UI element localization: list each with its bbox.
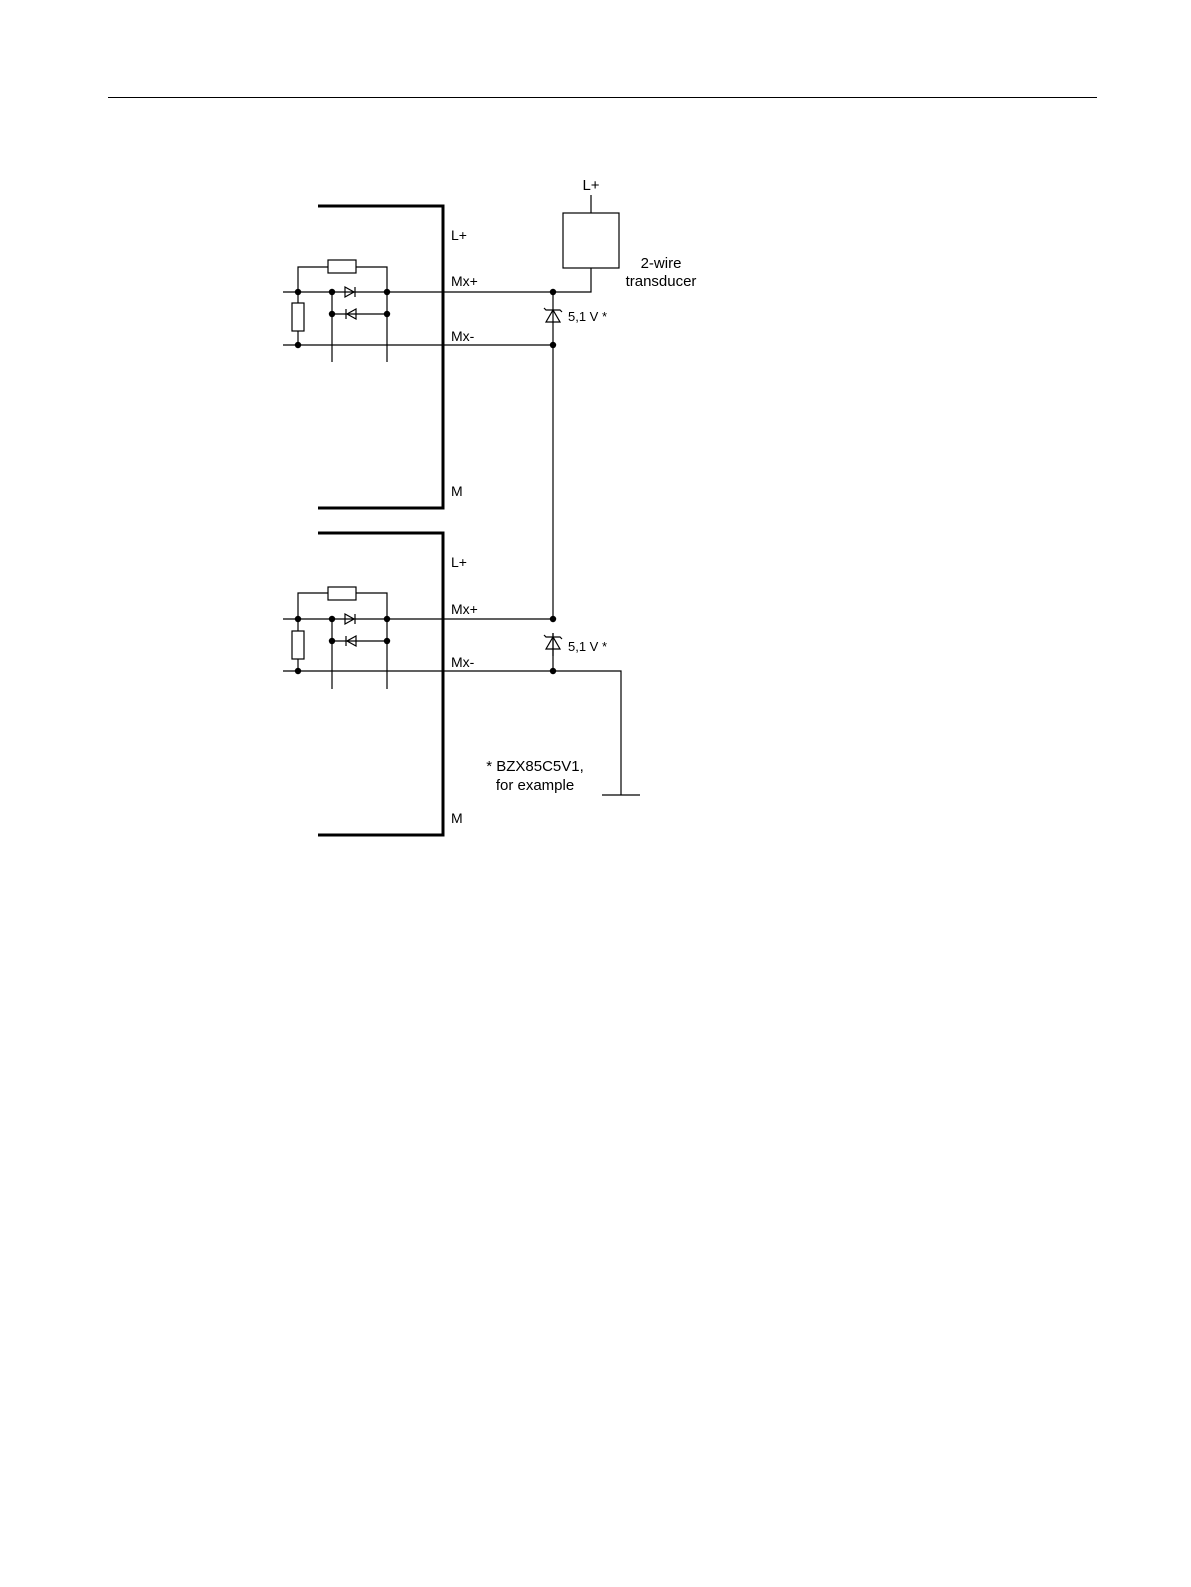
terminal-lplus-label: L+ <box>451 227 467 243</box>
terminal-lplus-label: L+ <box>451 554 467 570</box>
zener-top-label: 5,1 V * <box>568 309 607 324</box>
shunt-resistor-icon <box>292 631 304 659</box>
input-circuit-top <box>283 260 443 362</box>
component-footnote: * BZX85C5V1, for example <box>486 758 584 794</box>
module-bottom: L+ Mx+ Mx- M <box>283 533 478 835</box>
series-resistor-icon <box>328 260 356 273</box>
footnote-line2: for example <box>496 777 574 794</box>
terminal-mxplus-label: Mx+ <box>451 601 478 617</box>
terminal-mxplus-label: Mx+ <box>451 273 478 289</box>
series-resistor-icon <box>328 587 356 600</box>
zener-diode-top: 5,1 V * <box>544 306 607 324</box>
module-top-outline <box>318 206 443 508</box>
transducer-supply-label: L+ <box>582 177 599 194</box>
transducer-box <box>563 213 619 268</box>
module-bottom-outline <box>318 533 443 835</box>
transducer-label-line1: 2-wire <box>641 255 682 272</box>
terminal-m-label: M <box>451 483 463 499</box>
terminal-mxminus-label: Mx- <box>451 328 475 344</box>
terminal-mxminus-label: Mx- <box>451 654 475 670</box>
shunt-resistor-icon <box>292 303 304 331</box>
zener-bottom-label: 5,1 V * <box>568 639 607 654</box>
input-circuit-bottom <box>283 587 443 689</box>
transducer-label-line2: transducer <box>626 273 697 290</box>
external-wiring <box>443 268 640 795</box>
terminal-m-label: M <box>451 810 463 826</box>
two-wire-transducer: L+ 2-wire transducer <box>563 177 696 290</box>
footnote-line1: * BZX85C5V1, <box>486 758 584 775</box>
module-top: L+ Mx+ Mx- M <box>283 206 478 508</box>
